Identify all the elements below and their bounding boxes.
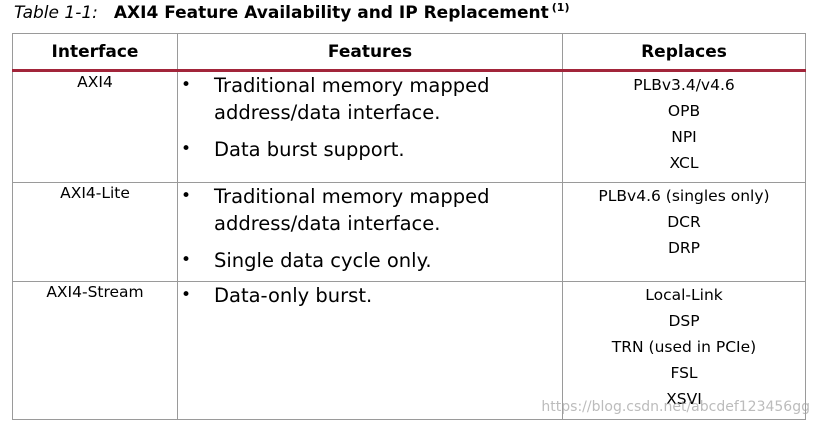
- table-title: AXI4 Feature Availability and IP Replace…: [113, 3, 549, 23]
- interface-cell: AXI4-Lite: [12, 182, 178, 282]
- header-interface: Interface: [12, 33, 178, 72]
- bullet-icon: •: [181, 139, 192, 159]
- feature-text: Traditional memory mapped address/data i…: [214, 185, 490, 235]
- feature-list: • Traditional memory mapped address/data …: [178, 72, 562, 163]
- feature-list: • Traditional memory mapped address/data …: [178, 183, 562, 274]
- feature-text: Data burst support.: [214, 138, 405, 161]
- replace-item: DRP: [667, 239, 701, 257]
- feature-table: Interface Features Replaces AXI4 • Tradit…: [12, 33, 806, 420]
- replaces-cell: PLBv3.4/v4.6 OPB NPI XCL: [562, 70, 806, 183]
- features-cell: • Data-only burst.: [177, 281, 563, 420]
- table-row: AXI4-Lite • Traditional memory mapped add…: [12, 182, 806, 282]
- replace-item: OPB: [667, 102, 701, 120]
- table-row: AXI4 • Traditional memory mapped address/…: [12, 70, 806, 183]
- replace-item: XCL: [669, 154, 699, 172]
- footnote-marker: (1): [551, 1, 570, 15]
- replace-item: Local-Link: [645, 286, 723, 304]
- bullet-icon: •: [181, 186, 192, 206]
- replaces-cell: Local-Link DSP TRN (used in PCIe) FSL XS…: [562, 281, 806, 420]
- interface-cell: AXI4: [12, 70, 178, 183]
- header-replaces: Replaces: [562, 33, 806, 72]
- replaces-cell: PLBv4.6 (singles only) DCR DRP: [562, 182, 806, 282]
- feature-text: Data-only burst.: [214, 284, 373, 307]
- replace-item: TRN (used in PCIe): [611, 338, 757, 356]
- features-cell: • Traditional memory mapped address/data …: [177, 70, 563, 183]
- replace-item: DCR: [667, 213, 701, 231]
- bullet-icon: •: [181, 75, 192, 95]
- replace-item: PLBv4.6 (singles only): [598, 187, 770, 205]
- feature-text: Single data cycle only.: [214, 249, 432, 272]
- bullet-icon: •: [181, 285, 192, 305]
- features-cell: • Traditional memory mapped address/data …: [177, 182, 563, 282]
- replace-item: PLBv3.4/v4.6: [633, 76, 735, 94]
- feature-list: • Data-only burst.: [178, 282, 562, 309]
- table-header-row: Interface Features Replaces: [12, 33, 806, 72]
- feature-item: • Data burst support.: [178, 136, 562, 163]
- replace-item: DSP: [668, 312, 700, 330]
- table-caption: Table 1-1: AXI4 Feature Availability and …: [14, 2, 569, 24]
- interface-cell: AXI4-Stream: [12, 281, 178, 420]
- table-number: Table 1-1:: [14, 3, 98, 23]
- feature-item: • Traditional memory mapped address/data …: [178, 72, 562, 126]
- watermark: https://blog.csdn.net/abcdef123456gg: [541, 399, 810, 415]
- replace-item: XSVI: [666, 390, 702, 408]
- replace-item: NPI: [671, 128, 697, 146]
- bullet-icon: •: [181, 250, 192, 270]
- header-features: Features: [177, 33, 563, 72]
- feature-text: Traditional memory mapped address/data i…: [214, 74, 490, 124]
- table-row: AXI4-Stream • Data-only burst. Local-Link…: [12, 281, 806, 420]
- feature-item: • Single data cycle only.: [178, 247, 562, 274]
- feature-item: • Traditional memory mapped address/data …: [178, 183, 562, 237]
- replace-item: FSL: [670, 364, 698, 382]
- feature-item: • Data-only burst.: [178, 282, 562, 309]
